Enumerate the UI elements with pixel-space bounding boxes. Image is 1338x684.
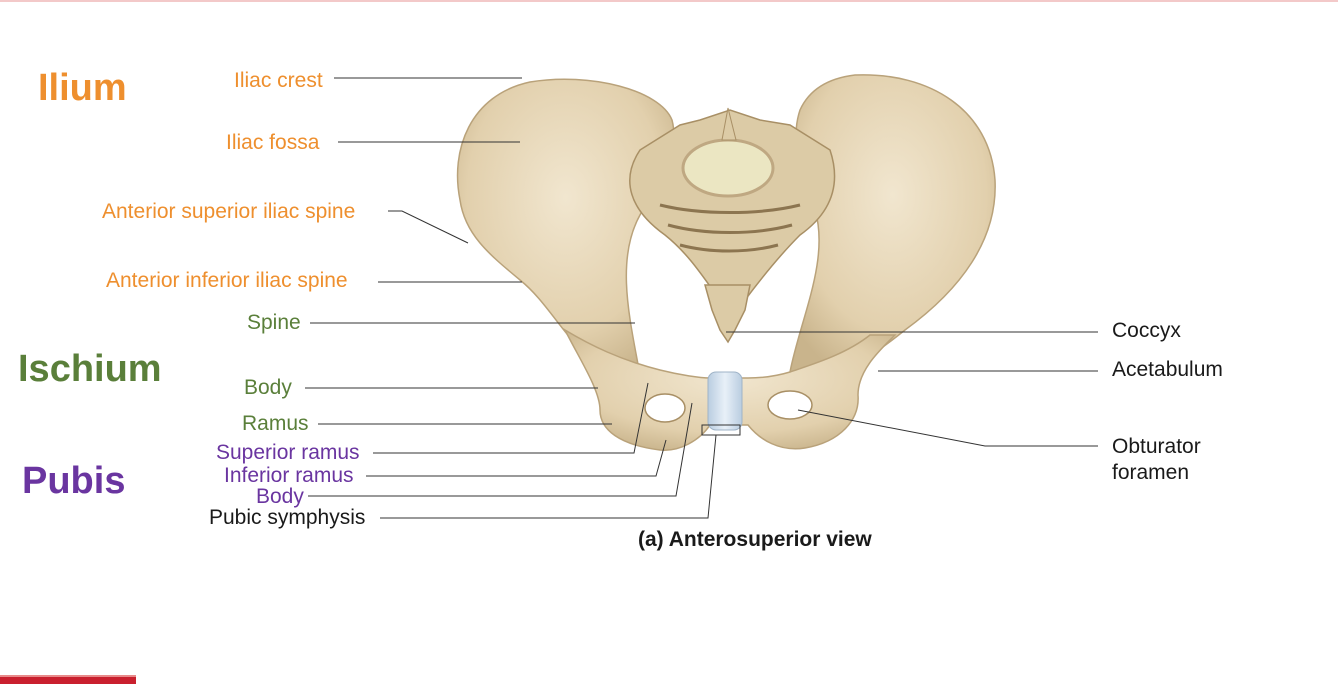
left-obturator-foramen: [644, 393, 686, 423]
label-ischium-spine: Spine: [247, 311, 301, 334]
accent-bar: [0, 675, 136, 684]
figure-caption: (a) Anterosuperior view: [638, 528, 872, 551]
group-ilium: Ilium: [38, 67, 127, 109]
pubic-symphysis-disc: [707, 371, 743, 431]
label-inferior-ramus: Inferior ramus: [224, 464, 354, 487]
right-ilium-wing: [789, 74, 996, 376]
label-iliac-crest: Iliac crest: [234, 69, 323, 92]
label-ischium-ramus: Ramus: [242, 412, 309, 435]
label-anterior-superior-iliac-spine: Anterior superior iliac spine: [102, 200, 356, 223]
vertebral-body: [681, 138, 775, 198]
label-pubic-symphysis: Pubic symphysis: [209, 506, 366, 529]
label-iliac-fossa: Iliac fossa: [226, 131, 320, 154]
label-obturator-line2: foramen: [1112, 461, 1190, 484]
group-pubis: Pubis: [22, 460, 126, 502]
label-pubis-body: Body: [256, 485, 304, 508]
top-border: [0, 0, 1338, 2]
coccyx-bone: [704, 284, 751, 344]
label-anterior-inferior-iliac-spine: Anterior inferior iliac spine: [106, 269, 348, 292]
label-coccyx: Coccyx: [1112, 319, 1181, 342]
group-ischium: Ischium: [18, 348, 162, 390]
label-obturator-line1: Obturator: [1112, 435, 1201, 458]
label-superior-ramus: Superior ramus: [216, 441, 360, 464]
leader-lines: [305, 77, 1098, 519]
right-obturator-foramen: [767, 390, 813, 420]
label-ischium-body: Body: [244, 376, 292, 399]
sacrum: [629, 109, 836, 301]
label-acetabulum: Acetabulum: [1112, 358, 1223, 381]
